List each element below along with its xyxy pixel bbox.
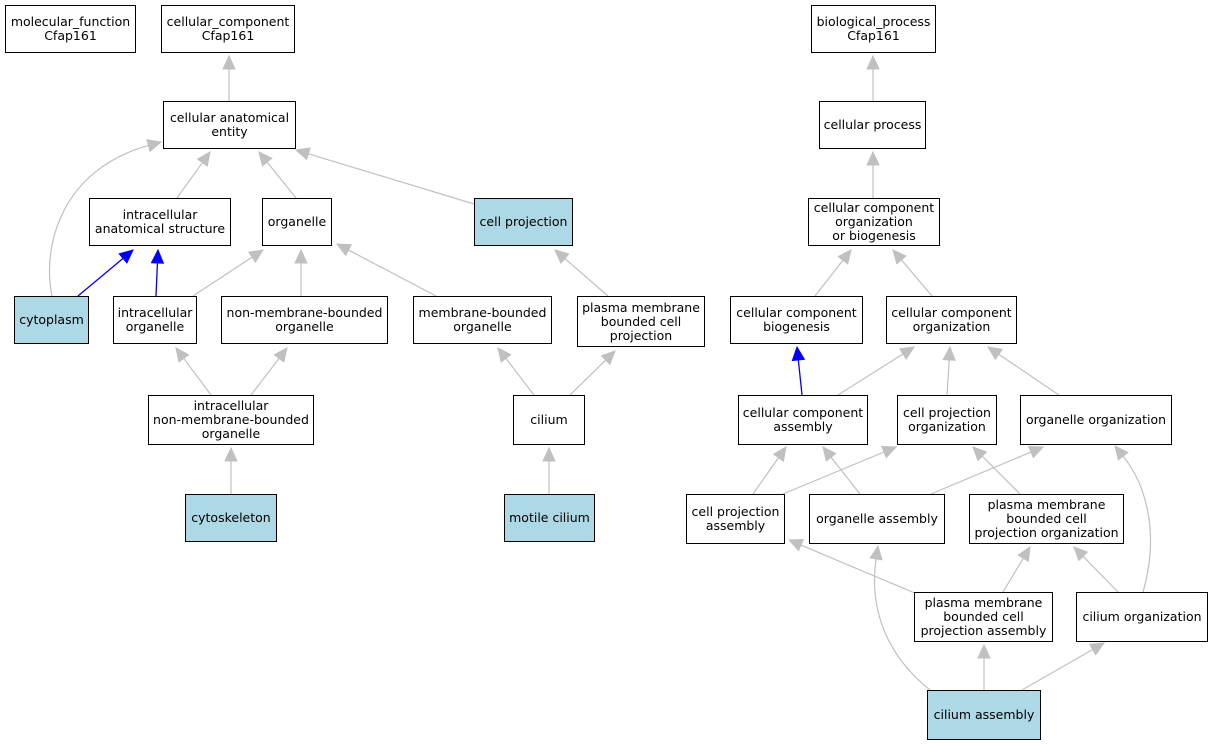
node-intracellular-organelle[interactable]: intracellular organelle bbox=[113, 296, 197, 344]
edge-cilium-to-mbo-arrowhead bbox=[497, 347, 512, 363]
edge-cca-to-ccb bbox=[797, 359, 803, 396]
edge-cilium-to-pmbcp-arrowhead bbox=[600, 350, 616, 366]
node-cellular-process[interactable]: cellular process bbox=[819, 101, 926, 149]
edge-cae-to-cc_root-arrowhead bbox=[222, 54, 236, 70]
edge-cilium_org-to-pmbcpo bbox=[1082, 555, 1119, 593]
edge-cilium_assembly-to-cilium_org-arrowhead bbox=[1088, 642, 1106, 656]
edge-oo-to-cco bbox=[998, 353, 1060, 396]
edge-pmbcpa-to-cpa bbox=[800, 544, 918, 595]
node-cellular-component-organization[interactable]: cellular component organization bbox=[886, 296, 1017, 344]
edge-pmbcpa-to-cpa-arrowhead bbox=[787, 538, 805, 552]
node-cilium-assembly[interactable]: cilium assembly bbox=[927, 690, 1041, 740]
edge-intracellular_organelle-to-organelle-arrowhead bbox=[247, 249, 264, 264]
edge-oo-to-cco-arrowhead bbox=[987, 346, 1003, 361]
edge-cilium-to-pmbcp bbox=[569, 359, 607, 396]
edge-pmbcp-to-cell_projection-arrowhead bbox=[554, 249, 570, 264]
edge-cco-to-ccob bbox=[900, 259, 933, 297]
edge-pmbcpa-to-pmbcpo-arrowhead bbox=[1017, 545, 1031, 563]
edge-cell_projection-to-cae-arrowhead bbox=[294, 147, 311, 161]
node-organelle-organization[interactable]: organelle organization bbox=[1020, 395, 1172, 445]
edge-cilium_assembly-to-cilium_org bbox=[1021, 648, 1094, 691]
edge-cilium_org-to-oo-arrowhead bbox=[1114, 445, 1129, 461]
edge-ias-to-cae bbox=[176, 162, 203, 199]
edge-organelle-to-cae-arrowhead bbox=[258, 151, 273, 167]
edge-inmbo-to-nmbo bbox=[250, 357, 280, 396]
node-biological-process[interactable]: biological_process Cfap161 bbox=[811, 5, 936, 53]
node-cytoskeleton[interactable]: cytoskeleton bbox=[185, 494, 277, 542]
edge-organelle-to-cae bbox=[266, 161, 297, 199]
node-motile-cilium[interactable]: motile cilium bbox=[504, 494, 595, 542]
edge-cell_projection-to-cae bbox=[308, 153, 475, 205]
edge-pmbcpo-to-cpo-arrowhead bbox=[972, 446, 988, 462]
edge-oa-to-cca bbox=[830, 456, 861, 495]
edge-cco-to-ccob-arrowhead bbox=[892, 249, 907, 265]
edge-cilium-to-mbo bbox=[505, 357, 535, 396]
edge-pmbcpa-to-pmbcpo bbox=[1002, 557, 1024, 593]
node-cilium[interactable]: cilium bbox=[513, 395, 585, 445]
edge-oa-to-cca-arrowhead bbox=[822, 446, 837, 462]
edge-ccb-to-ccob bbox=[814, 259, 844, 297]
edge-oa-to-oo bbox=[930, 451, 1032, 495]
edge-inmbo-to-intracellular_organelle bbox=[183, 358, 212, 396]
edge-ias-to-cae-arrowhead bbox=[196, 151, 211, 167]
node-plasma-membrane-bounded-cell-projection-assembly[interactable]: plasma membrane bounded cell projection … bbox=[914, 592, 1053, 642]
edge-mbo-to-organelle-arrowhead bbox=[335, 243, 353, 257]
edge-ccob-to-cellular_process-arrowhead bbox=[866, 150, 880, 166]
edge-mbo-to-organelle bbox=[348, 249, 437, 297]
edge-cpo-to-cco bbox=[946, 359, 950, 396]
node-molecular-function[interactable]: molecular_function Cfap161 bbox=[5, 5, 136, 53]
edge-cpa-to-cca-arrowhead bbox=[772, 446, 787, 462]
edge-cytoplasm-to-ias bbox=[77, 257, 124, 297]
edge-cilium_org-to-pmbcpo-arrowhead bbox=[1073, 546, 1089, 562]
edge-intracellular_organelle-to-organelle bbox=[192, 256, 253, 297]
node-plasma-membrane-bounded-cell-projection[interactable]: plasma membrane bounded cell projection bbox=[577, 296, 705, 347]
edge-cilium_assembly-to-oa bbox=[873, 558, 931, 691]
node-membrane-bounded-organelle[interactable]: membrane-bounded organelle bbox=[413, 296, 552, 344]
edge-motile_cilium-to-cilium-arrowhead bbox=[542, 446, 556, 462]
edge-cpo-to-cco-arrowhead bbox=[942, 345, 956, 361]
edge-inmbo-to-nmbo-arrowhead bbox=[273, 347, 288, 363]
edge-cpa-to-cpo-arrowhead bbox=[880, 445, 898, 459]
node-plasma-membrane-bounded-cell-projection-organization[interactable]: plasma membrane bounded cell projection … bbox=[969, 494, 1124, 544]
edge-cytoplasm-to-cae-arrowhead bbox=[146, 139, 163, 153]
edge-inmbo-to-intracellular_organelle-arrowhead bbox=[175, 347, 190, 363]
edge-cilium_org-to-oo bbox=[1122, 455, 1152, 593]
node-non-membrane-bounded-organelle[interactable]: non-membrane-bounded organelle bbox=[221, 296, 388, 344]
node-cilium-organization[interactable]: cilium organization bbox=[1076, 592, 1208, 642]
node-organelle-assembly[interactable]: organelle assembly bbox=[809, 494, 945, 544]
node-cellular-component-organization-or-biogenesis[interactable]: cellular component organization or bioge… bbox=[808, 198, 940, 246]
edge-pmbcp-to-cell_projection bbox=[564, 258, 609, 297]
edge-ccb-to-ccob-arrowhead bbox=[837, 249, 852, 265]
edge-cilium_assembly-to-oa-arrowhead bbox=[869, 544, 883, 561]
node-cellular-component-biogenesis[interactable]: cellular component biogenesis bbox=[730, 296, 863, 344]
edge-cytoplasm-to-ias-arrowhead bbox=[118, 249, 134, 264]
edge-cpa-to-cca bbox=[752, 457, 780, 495]
node-intracellular-anatomical-structure[interactable]: intracellular anatomical structure bbox=[89, 198, 231, 246]
node-cellular-anatomical-entity[interactable]: cellular anatomical entity bbox=[163, 101, 296, 149]
edge-cca-to-ccb-arrowhead bbox=[791, 345, 806, 362]
edge-intracellular_organelle-to-ias-arrowhead bbox=[150, 248, 165, 264]
node-cellular-component-assembly[interactable]: cellular component assembly bbox=[738, 395, 868, 445]
node-cell-projection-assembly[interactable]: cell projection assembly bbox=[686, 494, 785, 544]
edge-cytoskeleton-to-inmbo-arrowhead bbox=[224, 446, 238, 462]
node-organelle[interactable]: organelle bbox=[262, 198, 332, 246]
edge-cca-to-cco bbox=[837, 353, 904, 396]
edge-cytoplasm-to-cae bbox=[48, 144, 149, 297]
edge-cilium_assembly-to-pmbcpa-arrowhead bbox=[977, 643, 991, 659]
edge-intracellular_organelle-to-ias bbox=[155, 262, 159, 297]
edge-nmbo-to-organelle-arrowhead bbox=[294, 248, 308, 264]
edge-oa-to-oo-arrowhead bbox=[1027, 445, 1045, 459]
edge-cca-to-cco-arrowhead bbox=[898, 346, 916, 360]
node-cell-projection[interactable]: cell projection bbox=[474, 198, 573, 246]
node-cytoplasm[interactable]: cytoplasm bbox=[14, 296, 89, 344]
node-cellular-component[interactable]: cellular_component Cfap161 bbox=[161, 5, 295, 53]
node-cell-projection-organization[interactable]: cell projection organization bbox=[897, 395, 997, 445]
edge-pmbcpo-to-cpo bbox=[981, 455, 1021, 495]
edge-cellular_process-to-bp_root-arrowhead bbox=[866, 54, 880, 70]
node-intracellular-non-membrane-bounded-organelle[interactable]: intracellular non-membrane-bounded organ… bbox=[148, 395, 314, 445]
edge-cpa-to-cpo bbox=[782, 451, 885, 495]
